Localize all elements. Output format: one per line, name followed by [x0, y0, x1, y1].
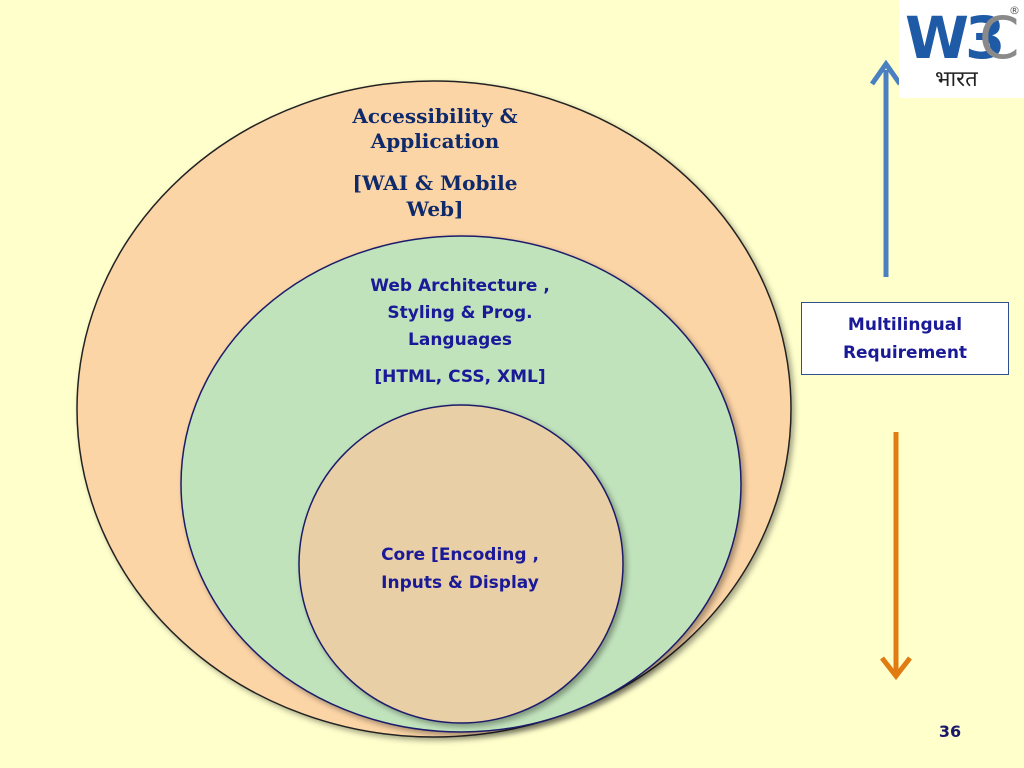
outer-sub-line-1: [WAI & Mobile — [352, 171, 518, 195]
svg-text:C: C — [979, 4, 1020, 72]
middle-circle-subtitle: [HTML, CSS, XML] — [374, 367, 546, 387]
inner-circle-title: Core [Encoding , Inputs & Display — [335, 541, 585, 597]
middle-title-line-1: Web Architecture , — [370, 276, 550, 296]
multilingual-line-2: Requirement — [842, 342, 968, 363]
up-arrow — [869, 59, 903, 277]
multilingual-requirement-box: Multilingual Requirement — [801, 302, 1009, 375]
middle-title-line-2: Styling & Prog. — [387, 303, 533, 323]
inner-title-line-2: Inputs & Display — [381, 573, 539, 593]
outer-title-line-1: Accessibility & — [352, 104, 518, 128]
svg-text:®: ® — [1009, 4, 1020, 17]
svg-text:W3: W3 — [905, 4, 1001, 72]
w3c-bharat-logo: W3 C ® भारत — [899, 0, 1024, 98]
outer-circle-subtitle: [WAI & Mobile Web] — [300, 170, 570, 222]
middle-title-line-3: Languages — [408, 330, 512, 350]
outer-title-line-2: Application — [370, 129, 500, 153]
w3c-logo-graphic: W3 C ® भारत — [905, 4, 1020, 92]
outer-circle-title: Accessibility & Application — [300, 104, 570, 154]
inner-circle — [298, 404, 624, 724]
middle-circle-title: Web Architecture , Styling & Prog. Langu… — [330, 273, 590, 354]
multilingual-line-1: Multilingual — [847, 314, 963, 335]
outer-sub-line-2: Web] — [406, 197, 464, 221]
svg-text:भारत: भारत — [935, 67, 978, 92]
page-number: 36 — [938, 722, 962, 741]
down-arrow — [880, 432, 912, 681]
inner-title-line-1: Core [Encoding , — [381, 545, 539, 565]
